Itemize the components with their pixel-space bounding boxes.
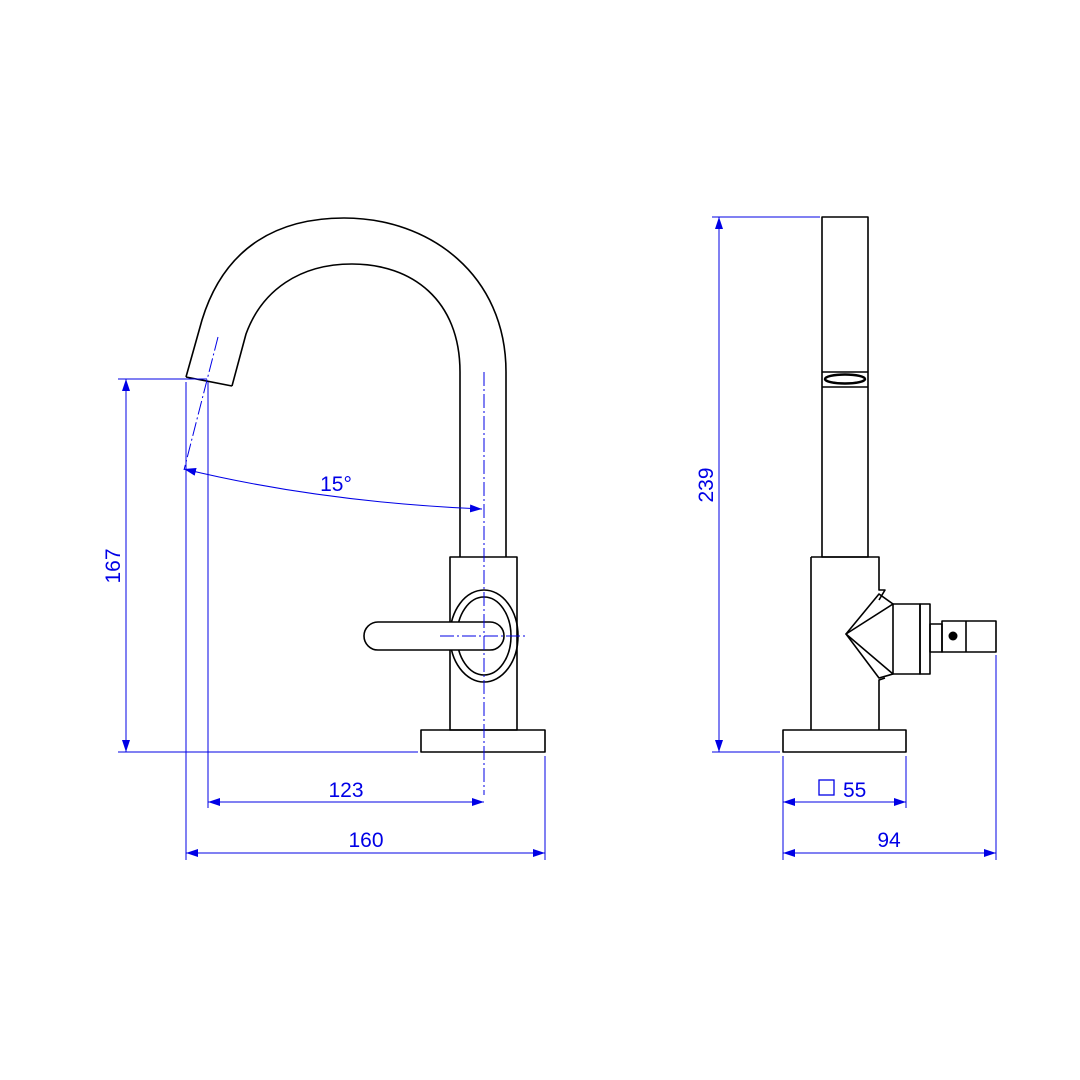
outlet-axis-centerline: [183, 336, 219, 471]
base-square-label: 55: [843, 779, 866, 802]
spout-tip-outline: [185, 376, 233, 387]
side-view: 239 55 94: [695, 216, 997, 860]
side-base-plate-outline: [782, 729, 907, 753]
set-screw-icon: [948, 631, 958, 641]
spout-outer-outline: [185, 217, 507, 557]
handle-knob-outline: [941, 620, 997, 653]
side-body-outline: [810, 556, 886, 730]
base-plate-outline: [420, 729, 546, 753]
lever-handle-outline: [363, 621, 505, 651]
spout-inner-outline: [231, 263, 461, 557]
handle-stub-outline: [929, 623, 943, 653]
overall-depth-label: 94: [877, 829, 901, 852]
square-symbol-icon: [818, 779, 835, 796]
spout-height-label: 167: [102, 548, 125, 583]
spout-angle-dimension-arc: [183, 467, 483, 513]
overall-length-label: 160: [348, 829, 383, 852]
aerator-icon: [823, 373, 867, 385]
front-view: 167 15° 123 160: [102, 217, 546, 860]
overall-height-label: 239: [695, 467, 718, 502]
spout-angle-label: 15°: [320, 473, 352, 496]
valve-housing-outline: [919, 603, 931, 675]
spout-reach-label: 123: [328, 779, 363, 802]
valve-cone-facet: [845, 603, 894, 675]
